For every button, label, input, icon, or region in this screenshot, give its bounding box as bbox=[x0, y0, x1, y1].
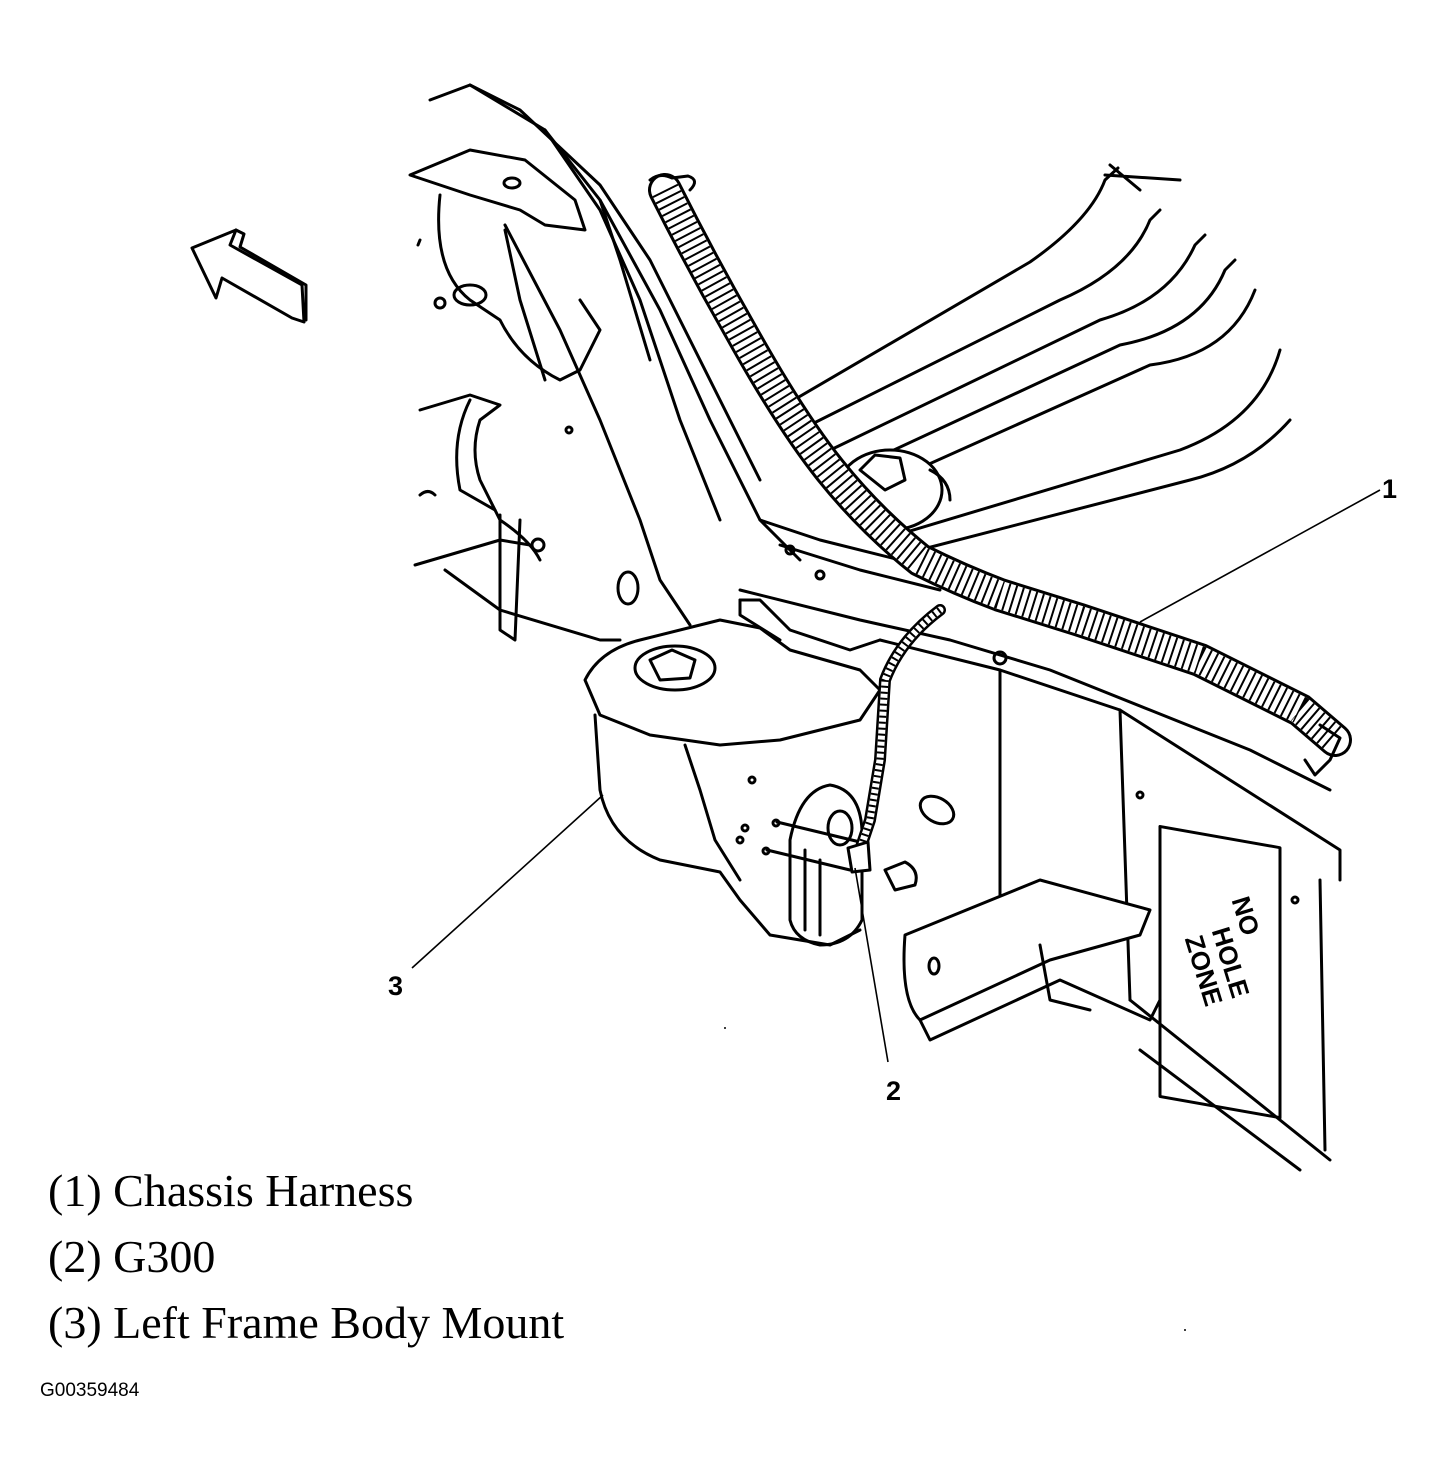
frame-crossmember bbox=[778, 163, 1292, 557]
direction-arrow-icon bbox=[190, 228, 308, 324]
legend-item-chassis-harness: (1) Chassis Harness bbox=[48, 1165, 414, 1216]
no-hole-zone-stamp: NO HOLE ZONE bbox=[1179, 893, 1266, 1010]
left-frame-body-mount bbox=[583, 598, 882, 947]
ground-wire bbox=[846, 604, 946, 874]
figure-id: G00359484 bbox=[40, 1380, 140, 1401]
chassis-harness bbox=[648, 173, 1352, 777]
outrigger-bracket bbox=[902, 878, 1162, 1042]
legend-item-g300: (2) G300 bbox=[48, 1231, 216, 1282]
inner-panel bbox=[408, 83, 762, 642]
callout-1: 1 bbox=[1382, 474, 1397, 504]
leader-lines bbox=[411, 489, 1381, 1063]
legend-item-left-frame-body-mount: (3) Left Frame Body Mount bbox=[48, 1297, 565, 1348]
legend: (1) Chassis Harness (2) G300 (3) Left Fr… bbox=[48, 1158, 564, 1356]
callout-2: 2 bbox=[886, 1076, 901, 1106]
mount-bracket bbox=[761, 783, 918, 947]
frame-rail bbox=[468, 83, 1332, 792]
callout-3: 3 bbox=[388, 971, 403, 1001]
